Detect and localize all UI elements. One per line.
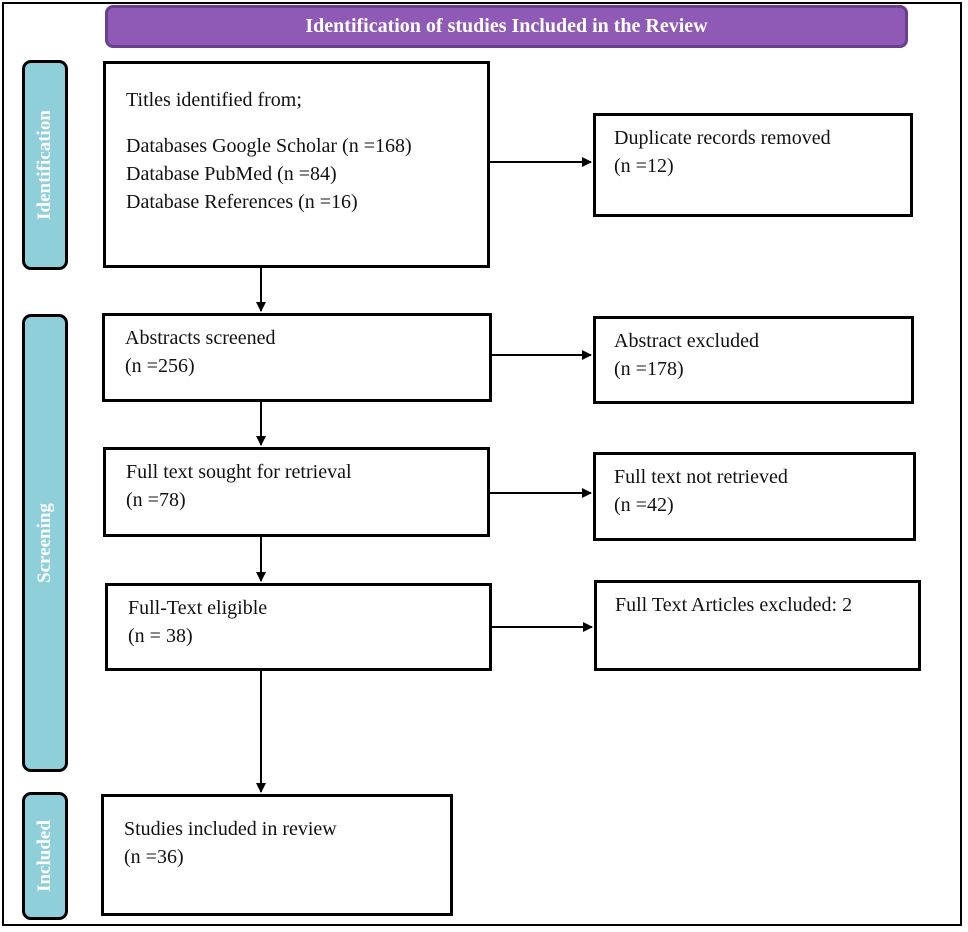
- stage-included: Included: [22, 792, 68, 920]
- fulltext-excluded-box: Full Text Articles excluded: 2: [594, 580, 921, 671]
- duplicates-removed-count: (n =12): [614, 155, 674, 177]
- duplicates-removed-box: Duplicate records removed (n =12): [593, 113, 913, 217]
- diagram-title-text: Identification of studies Included in th…: [305, 15, 708, 37]
- studies-included-label: Studies included in review: [124, 818, 337, 840]
- abstract-excluded-count: (n =178): [614, 358, 684, 380]
- fulltext-eligible-box: Full-Text eligible (n = 38): [105, 583, 492, 671]
- fulltext-not-retrieved-label: Full text not retrieved: [614, 466, 788, 488]
- fulltext-eligible-label: Full-Text eligible: [128, 597, 268, 619]
- stage-identification: Identification: [22, 60, 68, 270]
- fulltext-eligible-count: (n = 38): [128, 625, 193, 647]
- titles-pubmed: Database PubMed (n =84): [126, 163, 337, 185]
- abstract-excluded-box: Abstract excluded (n =178): [593, 316, 914, 404]
- abstract-excluded-label: Abstract excluded: [614, 330, 759, 352]
- titles-references: Database References (n =16): [126, 191, 358, 213]
- abstracts-screened-box: Abstracts screened (n =256): [102, 313, 492, 402]
- fulltext-sought-count: (n =78): [126, 489, 186, 511]
- titles-identified-box: Titles identified from; Databases Google…: [103, 61, 490, 268]
- fulltext-excluded-label: Full Text Articles excluded: 2: [615, 594, 853, 616]
- studies-included-count: (n =36): [124, 846, 184, 868]
- fulltext-sought-box: Full text sought for retrieval (n =78): [103, 447, 490, 537]
- abstracts-screened-label: Abstracts screened: [125, 327, 276, 349]
- stage-screening: Screening: [22, 314, 68, 772]
- duplicates-removed-label: Duplicate records removed: [614, 127, 831, 149]
- abstracts-screened-count: (n =256): [125, 355, 195, 377]
- fulltext-not-retrieved-count: (n =42): [614, 494, 674, 516]
- titles-google-scholar: Databases Google Scholar (n =168): [126, 135, 412, 157]
- titles-identified-heading: Titles identified from;: [126, 89, 302, 111]
- fulltext-not-retrieved-box: Full text not retrieved (n =42): [593, 452, 916, 541]
- studies-included-box: Studies included in review (n =36): [101, 794, 453, 916]
- diagram-title: Identification of studies Included in th…: [105, 5, 908, 48]
- fulltext-sought-label: Full text sought for retrieval: [126, 461, 352, 483]
